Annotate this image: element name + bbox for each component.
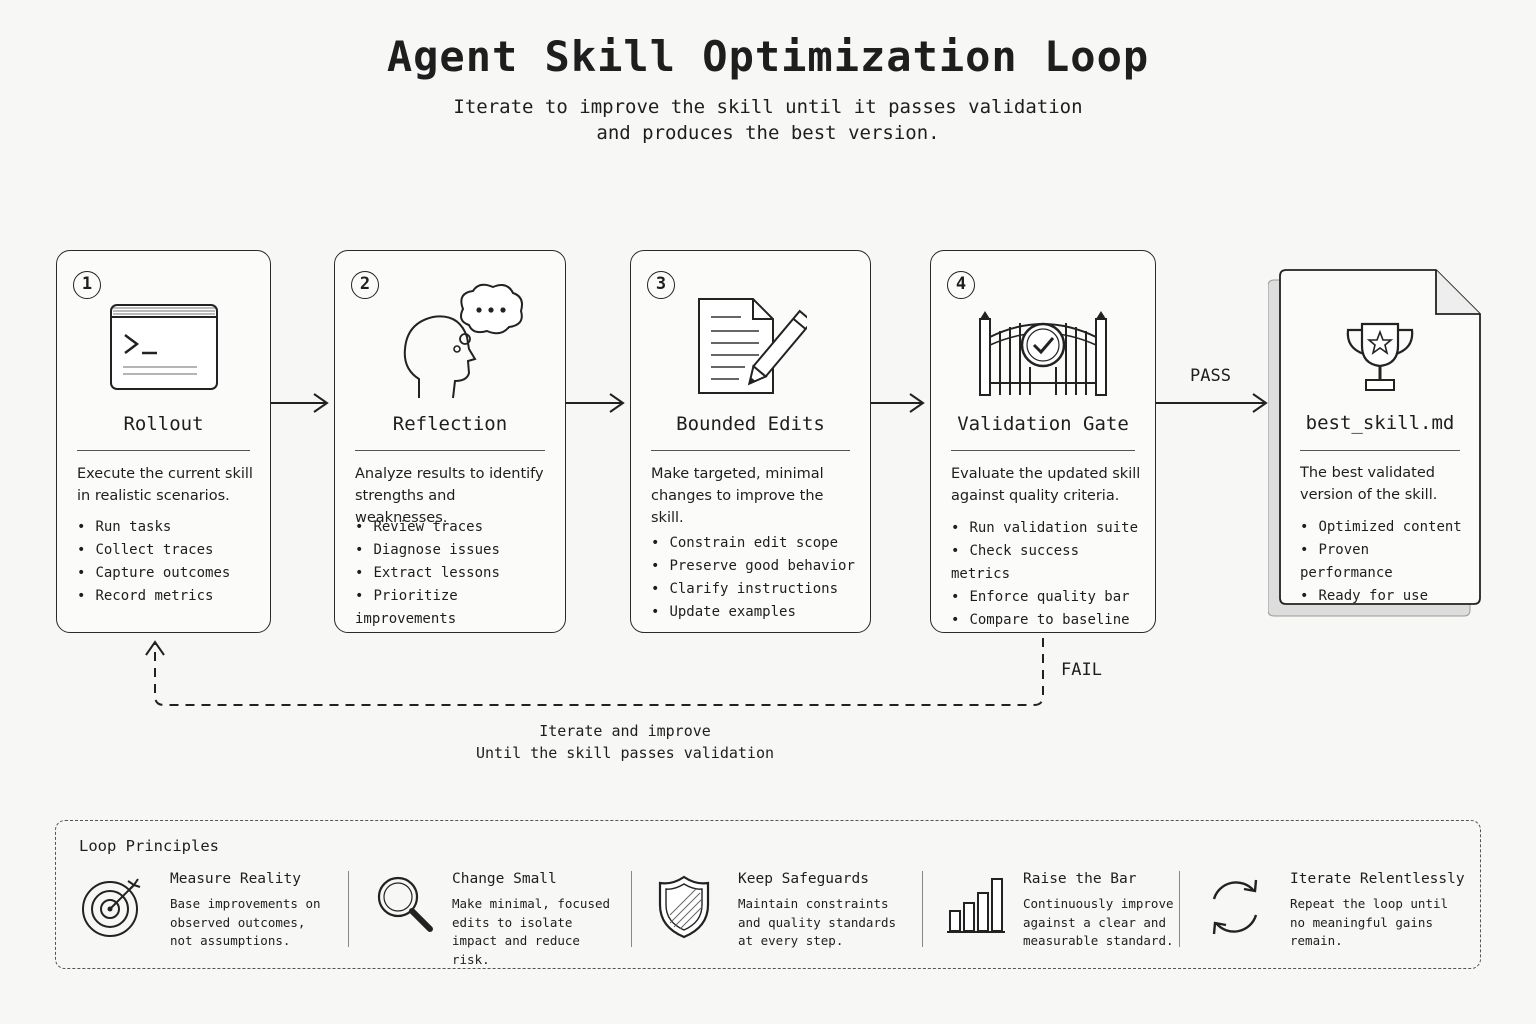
step-bullets: Constrain edit scope Preserve good behav… [651, 532, 860, 624]
list-item: Preserve good behavior [651, 555, 860, 578]
loop-caption-line2: Until the skill passes validation [475, 744, 774, 762]
document-pencil-icon [695, 297, 813, 401]
principle-description: Continuously improve against a clear and… [1023, 896, 1174, 948]
list-item: Collect traces [77, 539, 260, 562]
step-description: Evaluate the updated skill against quali… [951, 466, 1141, 504]
list-item: Run validation suite [951, 517, 1145, 540]
list-item: Ready for use [1300, 585, 1470, 608]
principle-title: Raise the Bar [1023, 871, 1137, 887]
step-title: Rollout [123, 413, 204, 435]
step-bullets: Run validation suite Check success metri… [951, 517, 1145, 632]
list-item: Record metrics [77, 585, 260, 608]
list-item: Proven performance [1300, 539, 1470, 585]
step-bullets: Review traces Diagnose issues Extract le… [355, 516, 555, 631]
list-item: Enforce quality bar [951, 586, 1145, 609]
principles-heading: Loop Principles [79, 837, 219, 855]
pass-label: PASS [1190, 366, 1231, 386]
loop-principles-panel: Loop Principles Measure Reality Base imp… [55, 820, 1481, 969]
step-title: Reflection [392, 413, 508, 435]
principle-description: Maintain constraints and quality standar… [738, 896, 897, 948]
shield-icon [656, 875, 712, 945]
step-card-reflection: 2 Reflection Analyze results to identify… [334, 250, 566, 633]
list-item: Extract lessons [355, 562, 555, 585]
principle-title: Iterate Relentlessly [1290, 871, 1465, 887]
thinking-head-icon [397, 283, 527, 405]
step-card-rollout: 1 Rollout Execute the current skill in r… [56, 250, 271, 633]
fail-label: FAIL [1061, 660, 1102, 680]
output-title: best_skill.md [1305, 412, 1455, 434]
divider [951, 450, 1135, 451]
list-item: Diagnose issues [355, 539, 555, 562]
gate-check-icon [976, 307, 1110, 401]
fail-loop-path [154, 638, 1044, 706]
step-number: 1 [73, 271, 101, 299]
divider [922, 871, 923, 947]
page-subtitle: Iterate to improve the skill until it pa… [453, 96, 1083, 144]
list-item: Run tasks [77, 516, 260, 539]
list-item: Check success metrics [951, 540, 1145, 586]
list-item: Optimized content [1300, 516, 1470, 539]
step-number: 2 [351, 271, 379, 299]
output-description: The best validated version of the skill. [1300, 465, 1438, 503]
list-item: Clarify instructions [651, 578, 860, 601]
output-card: best_skill.md The best validated version… [1280, 270, 1480, 605]
divider [651, 450, 850, 451]
step-description: Analyze results to identify strengths an… [355, 466, 544, 526]
list-item: Prioritize improvements [355, 585, 555, 631]
step-number: 4 [947, 271, 975, 299]
trophy-icon [1340, 318, 1420, 402]
principle-title: Change Small [452, 871, 557, 887]
list-item: Constrain edit scope [651, 532, 860, 555]
step-title: Bounded Edits [676, 413, 825, 435]
principle-description: Base improvements on observed outcomes, … [170, 896, 321, 948]
divider [77, 450, 250, 451]
loop-caption-line1: Iterate and improve [539, 722, 711, 740]
output-bullets: Optimized content Proven performance Rea… [1300, 516, 1470, 608]
step-title: Validation Gate [957, 413, 1129, 435]
divider [1300, 450, 1460, 451]
magnifier-icon [374, 875, 436, 941]
principle-title: Keep Safeguards [738, 871, 869, 887]
step-bullets: Run tasks Collect traces Capture outcome… [77, 516, 260, 608]
refresh-icon [1204, 875, 1266, 941]
step-card-bounded-edits: 3 Bounded Edits Make targeted, minimal c… [630, 250, 871, 633]
divider [631, 871, 632, 947]
list-item: Compare to baseline [951, 609, 1145, 632]
terminal-icon [109, 303, 219, 397]
step-card-validation-gate: 4 Validation Gate Evaluate the updated s… [930, 250, 1156, 633]
list-item: Review traces [355, 516, 555, 539]
principle-title: Measure Reality [170, 871, 301, 887]
divider [1179, 871, 1180, 947]
step-description: Execute the current skill in realistic s… [77, 466, 253, 504]
loop-caption: Iterate and improve Until the skill pass… [460, 720, 790, 764]
divider [355, 450, 545, 451]
bar-chart-icon [946, 875, 1006, 939]
principle-description: Repeat the loop until no meaningful gain… [1290, 896, 1449, 948]
step-description: Make targeted, minimal changes to improv… [651, 466, 824, 526]
list-item: Capture outcomes [77, 562, 260, 585]
step-number: 3 [647, 271, 675, 299]
list-item: Update examples [651, 601, 860, 624]
target-icon [80, 875, 142, 941]
page-title: Agent Skill Optimization Loop [386, 32, 1150, 81]
principle-description: Make minimal, focused edits to isolate i… [452, 896, 611, 967]
divider [348, 871, 349, 947]
